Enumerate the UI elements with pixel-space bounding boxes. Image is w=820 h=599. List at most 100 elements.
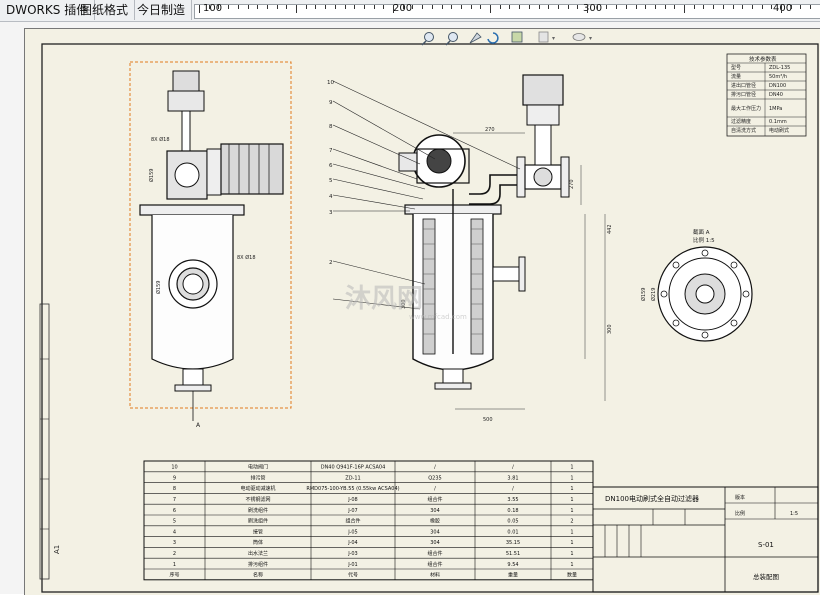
inner-frame xyxy=(41,43,819,593)
bom-cell: J-07 xyxy=(347,508,357,514)
ruler-tick xyxy=(654,5,656,9)
ruler-tick xyxy=(606,5,608,9)
top-toolbar: DWORKS 插件 图纸格式 今日制造 100 200 300 400 xyxy=(0,0,820,22)
ruler-tick xyxy=(315,5,317,9)
bom-cell: 51.51 xyxy=(506,551,520,557)
bom-cell: 0.01 xyxy=(507,529,518,535)
pan-icon[interactable] xyxy=(469,32,482,44)
ruler-tick xyxy=(363,5,365,9)
bom-cell: 6 xyxy=(173,508,176,514)
bom-cell: 不锈钢滤网 xyxy=(245,496,270,503)
ruler-tick xyxy=(693,5,695,9)
ruler-tick xyxy=(596,5,598,9)
ruler-tick xyxy=(334,5,336,9)
bom-footer-cell: 材料 xyxy=(430,572,440,579)
zoom-to-fit-icon[interactable] xyxy=(421,32,434,46)
callout-number: 9 xyxy=(329,100,333,106)
tab-today-manufacture[interactable]: 今日制造 xyxy=(131,0,193,20)
ruler-tick xyxy=(790,5,792,9)
ruler-tick xyxy=(509,5,511,9)
spec-label: 进出口管径 xyxy=(731,82,756,89)
ruler-label: 200 xyxy=(393,3,412,14)
display-style-icon[interactable] xyxy=(511,31,523,43)
bom-cell: 1 xyxy=(570,465,573,471)
drawing-sheet[interactable]: A1 ▾ ▾ 技术参数表 型号 ZDL-135 流量 50m³/h xyxy=(24,28,820,595)
section-view[interactable]: 10 9 8 7 6 5 4 3 2 270 270 442 300 500 3… xyxy=(327,74,613,423)
bom-cell: 1 xyxy=(570,540,573,546)
ruler-tick xyxy=(441,5,443,9)
ruler-tick xyxy=(199,5,200,13)
dim-low: 300 xyxy=(607,324,613,334)
ruler-tick xyxy=(402,5,404,9)
rotate-icon[interactable] xyxy=(487,32,499,44)
dim-valve: 270 xyxy=(569,179,575,189)
hide-show-icon[interactable]: ▾ xyxy=(572,33,592,43)
ruler-tick xyxy=(664,5,666,9)
dia-left: Ø159 xyxy=(640,288,647,301)
bom-footer-cell: 代号 xyxy=(348,572,358,579)
bom-cell: 4 xyxy=(173,529,176,535)
title-small-a: 版本 xyxy=(735,494,745,501)
vert-dim-a: Ø159 xyxy=(148,169,155,182)
callout-number: 5 xyxy=(329,178,333,184)
ruler-tick xyxy=(703,5,705,9)
bom-cell: 组合件 xyxy=(427,550,442,557)
dia-right: Ø219 xyxy=(650,288,657,301)
tab-sheet-format[interactable]: 图纸格式 xyxy=(74,0,136,20)
ruler-tick xyxy=(412,5,414,9)
ruler-tick xyxy=(460,5,462,9)
dim-bottom: 500 xyxy=(483,417,493,423)
bom-cell: 刷洗组件 xyxy=(248,507,268,514)
bom-cell: 1 xyxy=(570,486,573,492)
section-view-icon[interactable]: ▾ xyxy=(538,31,555,43)
ruler-tick xyxy=(557,5,559,9)
spec-value: 0.1mm xyxy=(769,119,787,125)
ruler-tick xyxy=(470,5,472,9)
bom-cell: 7 xyxy=(173,497,176,503)
ruler-tick xyxy=(625,5,627,9)
bom-cell: 3.81 xyxy=(507,475,518,481)
front-view[interactable]: 8X Ø18 8X Ø18 Ø159 Ø159 A xyxy=(129,61,292,429)
callout-number: 6 xyxy=(329,163,333,169)
watermark-url: www.mfcad.com xyxy=(409,313,467,321)
ruler-tick xyxy=(810,5,812,9)
bom-cell: 9.54 xyxy=(507,562,518,568)
ruler-tick xyxy=(208,5,210,9)
bom-cell: 排污组件 xyxy=(248,561,268,568)
bom-cell: 2 xyxy=(570,519,573,525)
bom-cell: 1 xyxy=(570,475,573,481)
bom-cell: 3 xyxy=(173,540,176,546)
spec-value: DN40 xyxy=(769,92,783,98)
ruler-tick xyxy=(490,5,491,13)
bom-cell: RMD075-100-YB.55 (0.55kw ACSA04) xyxy=(306,486,399,492)
ruler-tick xyxy=(587,5,588,13)
title-small-b: 比例 xyxy=(735,510,745,517)
bom-cell: 刷洗组件 xyxy=(248,518,268,525)
ruler-tick xyxy=(635,5,637,9)
bom-cell: 1 xyxy=(570,551,573,557)
zoom-area-icon[interactable] xyxy=(445,32,458,46)
bom-cell: 1 xyxy=(570,529,573,535)
callout-number: 7 xyxy=(329,148,333,154)
bom-cell: 出水法兰 xyxy=(248,550,268,557)
ruler-tick xyxy=(354,5,356,9)
ruler-tick xyxy=(674,5,676,9)
bom-cell: J-03 xyxy=(347,551,357,557)
bom-cell: 304 xyxy=(430,540,440,546)
ruler-tick xyxy=(305,5,307,9)
ruler-tick xyxy=(732,5,734,9)
ruler-tick xyxy=(519,5,521,9)
bom-cell: 橡胶 xyxy=(430,518,440,525)
ruler-tick xyxy=(567,5,569,9)
ruler-label: 100 xyxy=(203,3,223,14)
ruler-tick xyxy=(761,5,763,9)
section-a-view[interactable]: 截面 A 比例 1:5 Ø159 Ø219 xyxy=(640,228,753,342)
ruler-tick xyxy=(218,5,220,9)
tab-solidworks-addins[interactable]: DWORKS 插件 xyxy=(0,0,96,20)
ruler-tick xyxy=(276,5,278,9)
bom-cell: 筒体 xyxy=(253,539,263,546)
bom-cell: ZD-11 xyxy=(345,475,360,481)
ruler-tick xyxy=(616,5,618,9)
flange-dim: 8X Ø18 xyxy=(151,136,170,143)
bom-footer-cell: 重量 xyxy=(508,572,518,579)
